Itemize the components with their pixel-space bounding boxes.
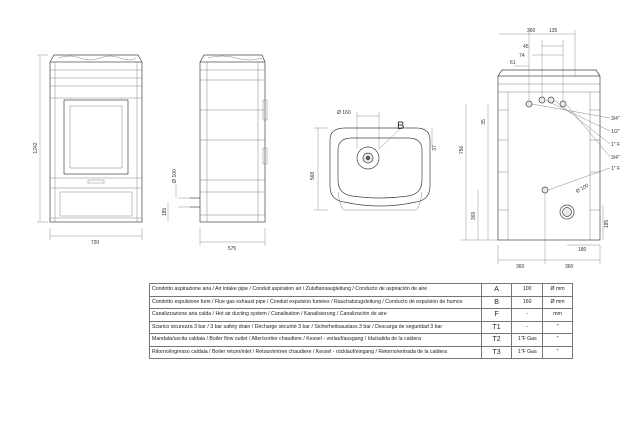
fitting-label-4: 3/4" [611,155,620,161]
table-cell-unit: " [542,320,573,334]
front-view: 1242 720 [33,54,143,246]
table-cell-unit: " [542,333,573,347]
table-row: Scarico sicurezza 3 bar / 3 bar safety d… [149,320,573,334]
rear-view: 3/4" 1/2" 1" F 3/4" 1" F 135 360 45 74 6… [459,28,620,270]
dim-top-offset: 37 [432,145,438,151]
table-row: Ritorno/ingresso caldaia / Boiler return… [149,345,573,359]
table-row: Condotto aspirazione aria / Air intake p… [149,283,573,297]
side-view: Ø 100 185 575 [162,54,268,252]
dim-rear-185: 185 [604,220,610,229]
dim-rear-756: 756 [459,146,465,155]
connections-table: Condotto aspirazione aria / Air intake p… [149,283,573,359]
dim-rear-dia-100: Ø 100 [575,183,590,195]
fitting-label-5: 1" F [611,166,620,172]
dim-side-outlet-dia: Ø 100 [172,169,178,183]
dim-rear-360-top: 360 [527,28,536,34]
dim-front-width: 720 [91,240,100,246]
table-cell-value: 1"F Gas [511,333,544,347]
dim-rear-360-left: 360 [516,264,525,270]
dim-side-depth: 575 [228,246,237,252]
label-b: B [397,120,404,132]
table-cell-code: B [480,295,513,309]
table-cell-unit: " [542,345,573,359]
dim-rear-45: 45 [523,44,529,50]
technical-drawing: 1242 720 Ø 100 185 575 [33,28,620,270]
fitting-label-3: 1" F [611,142,620,148]
table-cell-value: - [511,308,544,322]
table-cell-unit: Ø mm [542,283,573,297]
dim-rear-61: 61 [510,60,516,66]
table-cell-code: F [480,308,513,322]
dim-front-height: 1242 [33,142,39,153]
fitting-label-1: 3/4" [611,116,620,122]
dim-rear-360-right: 360 [565,264,574,270]
dim-rear-135: 135 [549,28,558,34]
table-cell-unit: Ø mm [542,295,573,309]
table-cell-value: 100 [511,283,544,297]
table-cell-desc: Mandata/uscita caldaia / Boiler flow out… [149,333,482,347]
table-cell-value: 160 [511,295,544,309]
table-row: Canalizzazione aria calda / Hot air duct… [149,308,573,322]
table-cell-code: T1 [480,320,513,334]
top-view: Ø 160 B 37 568 [310,110,438,211]
dim-rear-180: 180 [578,247,587,253]
dim-rear-74: 74 [519,53,525,59]
dim-side-outlet-height: 185 [162,208,168,217]
dim-top-pipe-dia: Ø 160 [337,110,351,116]
dim-rear-369: 369 [471,212,477,221]
table-cell-unit: mm [542,308,573,322]
table-cell-value: - [511,320,544,334]
table-cell-code: T3 [480,345,513,359]
table-cell-desc: Ritorno/ingresso caldaia / Boiler return… [149,345,482,359]
table-cell-code: A [480,283,513,297]
table-cell-desc: Condotto espulsione fumi / Flue gas exha… [149,295,482,309]
dim-rear-35: 35 [481,119,487,125]
dim-top-depth: 568 [310,172,316,181]
table-cell-code: T2 [480,333,513,347]
table-cell-value: 1"F Gas [511,345,544,359]
table-cell-desc: Condotto aspirazione aria / Air intake p… [149,283,482,297]
fitting-label-2: 1/2" [611,129,620,135]
table-row: Mandata/uscita caldaia / Boiler flow out… [149,333,573,347]
table-cell-desc: Canalizzazione aria calda / Hot air duct… [149,308,482,322]
table-row: Condotto espulsione fumi / Flue gas exha… [149,295,573,309]
table-cell-desc: Scarico sicurezza 3 bar / 3 bar safety d… [149,320,482,334]
